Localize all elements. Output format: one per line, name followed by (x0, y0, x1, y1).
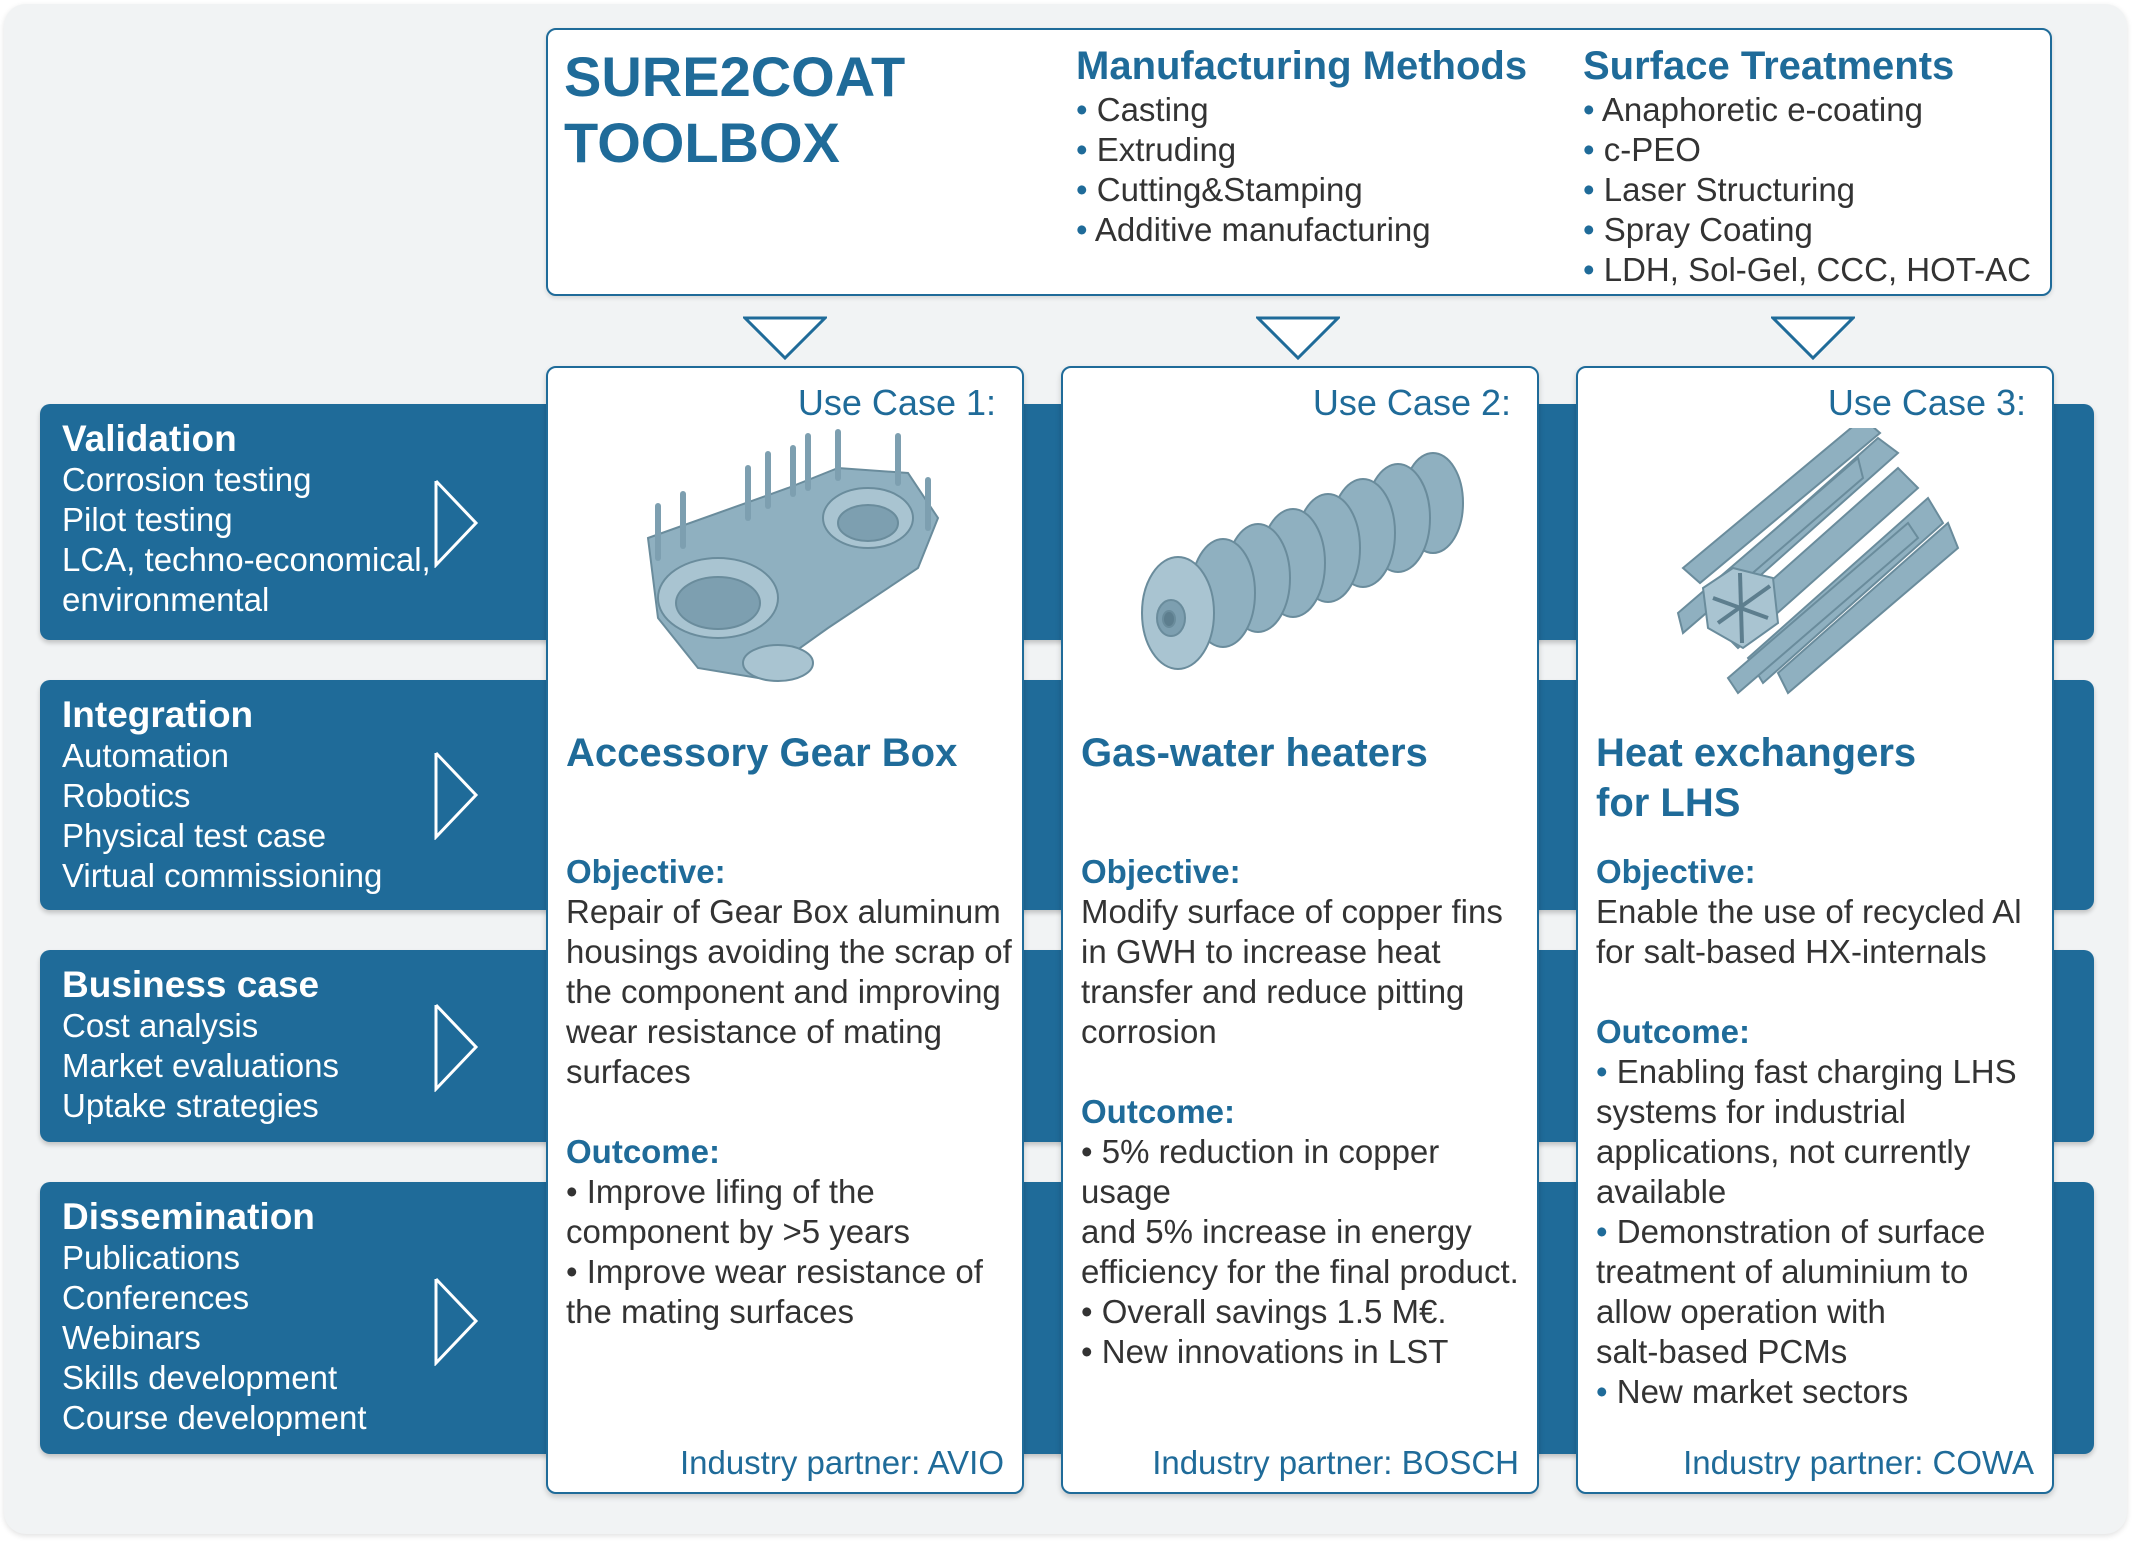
use-case-label: Use Case 3: (1827, 382, 2026, 423)
chevron-right-icon (434, 1277, 479, 1366)
manufacturing-methods: Manufacturing Methods • Casting • Extrud… (1076, 42, 1527, 250)
toolbox-title-line2: TOOLBOX (564, 111, 840, 174)
industry-partner: Industry partner: BOSCH (1152, 1444, 1519, 1481)
surface-treatments: Surface Treatments • Anaphoretic e-coati… (1583, 42, 2031, 290)
band-title: Dissemination (62, 1196, 315, 1237)
surface-list: • Anaphoretic e-coating • c-PEO • Laser … (1583, 90, 2031, 290)
list-item: • LDH, Sol-Gel, CCC, HOT-AC (1583, 251, 2031, 288)
industry-partner: Industry partner: COWA (1683, 1444, 2034, 1481)
list-item: • Cutting&Stamping (1076, 171, 1363, 208)
outcome-heading: Outcome: (566, 1133, 721, 1170)
toolbox-title-line1: SURE2COAT (564, 45, 906, 108)
toolbox-box: SURE2COAT TOOLBOX Manufacturing Methods … (546, 28, 2052, 296)
chevron-right-icon (434, 1003, 479, 1092)
manufacturing-heading: Manufacturing Methods (1076, 44, 1528, 88)
chevron-right-icon (434, 479, 479, 568)
list-item: • Laser Structuring (1583, 171, 1856, 208)
objective-section: Objective: Repair of Gear Box aluminum h… (566, 853, 1012, 1090)
down-triangle-icon (1256, 316, 1340, 360)
use-case-label: Use Case 2: (1312, 382, 1511, 423)
list-item: • Spray Coating (1583, 211, 1813, 248)
use-case-card-3: Use Case 3: Heat exchangers for LHS Obje… (1576, 366, 2054, 1494)
list-item: • c-PEO (1583, 131, 1701, 168)
manufacturing-list: • Casting • Extruding • Cutting&Stamping… (1076, 90, 1527, 250)
card-title: Gas-water heaters (1081, 731, 1428, 775)
industry-partner: Industry partner: AVIO (679, 1444, 1004, 1481)
outcome-section: Outcome: • 5% reduction in copper usage … (1081, 1092, 1537, 1372)
down-triangle-icon (1771, 316, 1855, 360)
outcome-section: Outcome: • Enabling fast charging LHS sy… (1596, 1013, 2017, 1410)
gear-box-image (646, 429, 940, 682)
use-case-card-1: Use Case 1: Accessory Gear Box Objective… (546, 366, 1024, 1494)
use-case-label: Use Case 1: (797, 382, 996, 423)
band-title: Business case (62, 964, 320, 1005)
objective-heading: Objective: (1081, 853, 1241, 890)
card-title: Accessory Gear Box (566, 731, 958, 775)
list-item: • Additive manufacturing (1076, 211, 1431, 248)
objective-heading: Objective: (1596, 853, 1756, 890)
list-item: • Casting (1076, 91, 1209, 128)
outcome-heading: Outcome: (1596, 1013, 1751, 1050)
heater-image (1141, 452, 1464, 670)
use-case-card-2: Use Case 2: Gas-water heaters Objective:… (1061, 366, 1539, 1494)
down-triangle-icon (743, 316, 827, 360)
objective-section: Objective: Enable the use of recycled Al… (1596, 853, 2022, 970)
list-item: • Extruding (1076, 131, 1237, 168)
surface-heading: Surface Treatments (1583, 44, 1955, 88)
heat-exchanger-image (1676, 428, 1960, 695)
card-title: Heat exchangers for LHS (1596, 731, 1917, 825)
outcome-heading: Outcome: (1081, 1093, 1236, 1130)
objective-section: Objective: Modify surface of copper fins… (1081, 853, 1503, 1050)
outcome-section: Outcome: • Improve lifing of the compone… (566, 1133, 983, 1330)
toolbox-title: SURE2COAT TOOLBOX (564, 44, 905, 176)
band-title: Validation (62, 418, 237, 459)
objective-heading: Objective: (566, 853, 726, 890)
chevron-right-icon (434, 751, 479, 840)
list-item: • Anaphoretic e-coating (1583, 91, 1923, 128)
band-title: Integration (62, 694, 254, 735)
